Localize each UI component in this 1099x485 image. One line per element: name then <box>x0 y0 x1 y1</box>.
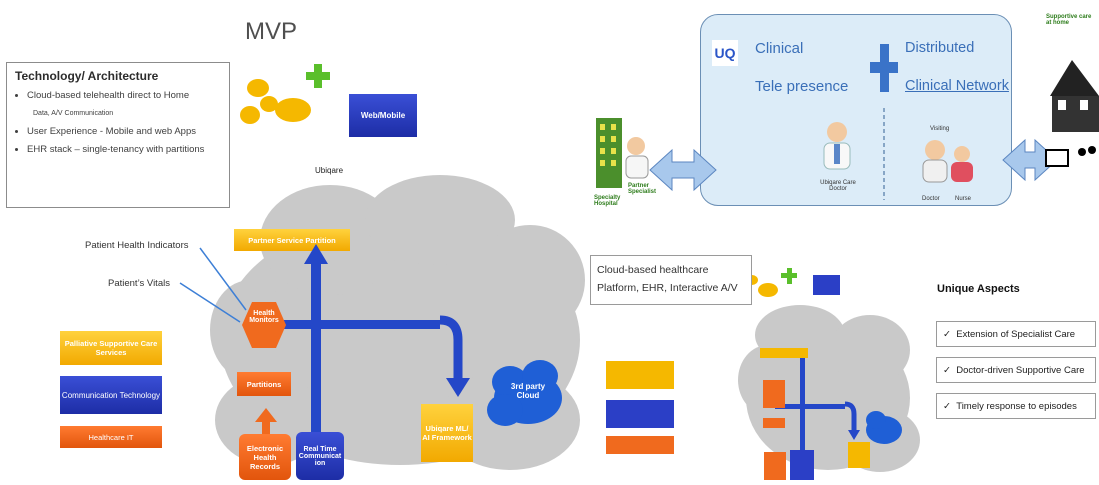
ehr-box: Electronic Health Records <box>239 434 291 480</box>
legend-blue: Communication Technology <box>60 376 162 414</box>
mvp-title: MVP <box>245 18 298 45</box>
tech-item: User Experience - Mobile and web Apps <box>27 123 221 141</box>
unique-aspect-item: ✓ Doctor-driven Supportive Care <box>936 357 1096 383</box>
partitions-box: Partitions <box>237 372 291 396</box>
rtc-box: Real Time Communicat ion <box>296 432 344 480</box>
legend-yellow: Palliative Supportive Care Services <box>60 331 162 365</box>
small-legend-orange <box>606 436 674 454</box>
tech-item: Cloud-based telehealth direct to Home <box>27 87 221 105</box>
tech-heading: Technology/ Architecture <box>15 69 159 83</box>
visiting-label: Visiting <box>930 126 950 132</box>
web-mobile-box: Web/Mobile <box>349 94 417 137</box>
small-legend-blue <box>606 400 674 428</box>
uq-logo: UQ <box>712 40 738 66</box>
ubiqare-logo-icon <box>240 64 330 124</box>
distributed-label: Distributed <box>905 40 975 56</box>
care-doctor-label: Ubiqare Care Doctor <box>820 180 856 192</box>
clinical-label: Clinical <box>755 40 804 57</box>
patient-vitals-label: Patient’s Vitals <box>108 278 170 289</box>
hospital-label: Specialty Hospital <box>594 195 621 207</box>
small-legend-yellow <box>606 361 674 389</box>
partner-service-partition: Partner Service Partition <box>234 229 350 251</box>
telepresence-label: Tele presence <box>755 78 849 95</box>
specialist-label: Partner Specialist <box>628 183 657 195</box>
doctor-label: Doctor <box>922 196 940 202</box>
unique-aspect-item: ✓ Extension of Specialist Care <box>936 321 1096 347</box>
patient-health-indicators-label: Patient Health Indicators <box>85 240 189 251</box>
third-party-cloud-label: 3rd party Cloud <box>510 382 546 400</box>
technology-architecture-box: Technology/ Architecture Cloud-based tel… <box>6 62 230 208</box>
plus-icon <box>870 44 898 92</box>
ml-framework-box: Ubiqare ML/ AI Framework <box>421 404 473 462</box>
health-monitors-box: Health Monitors <box>249 310 279 324</box>
tech-item: EHR stack – single-tenancy with partitio… <box>27 141 221 159</box>
unique-aspect-item: ✓ Timely response to episodes <box>936 393 1096 419</box>
unique-aspects-heading: Unique Aspects <box>937 283 1020 295</box>
tech-subitem: Data, A/V Communication <box>33 110 114 117</box>
home-caption: Supportive care at home <box>1046 14 1092 26</box>
legend-orange: Healthcare IT <box>60 426 162 448</box>
ubiqare-label: Ubiqare <box>315 166 344 175</box>
clinical-network-label: Clinical Network <box>905 78 1009 94</box>
nurse-label: Nurse <box>955 196 972 202</box>
platform-box: Cloud-based healthcare Platform, EHR, In… <box>590 255 752 305</box>
